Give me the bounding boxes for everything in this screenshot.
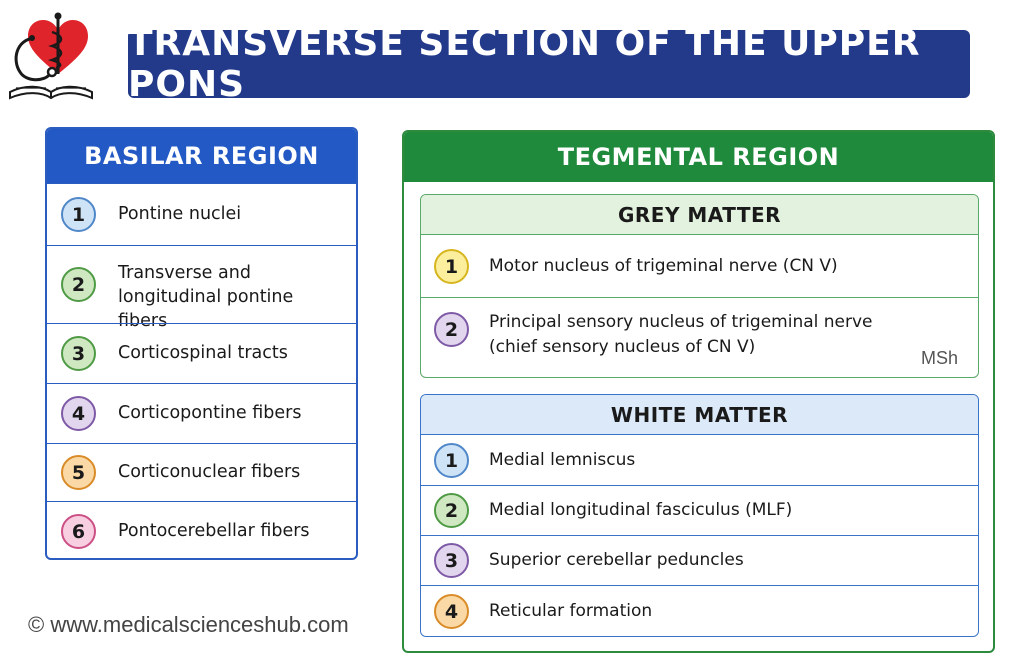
list-item: 3 Superior cerebellar peduncles [421,535,978,585]
item-label: Corticopontine fibers [118,403,302,423]
number-badge: 6 [61,514,96,549]
grey-matter-box: GREY MATTER 1 Motor nucleus of trigemina… [420,194,979,378]
number-badge: 2 [61,267,96,302]
number-badge: 1 [434,443,469,478]
list-item: 2 Medial longitudinal fasciculus (MLF) [421,485,978,535]
item-label: Principal sensory nucleus of trigeminal … [489,312,873,357]
item-label: Pontocerebellar fibers [118,521,310,541]
white-matter-header: WHITE MATTER [421,395,978,435]
title-banner: TRANSVERSE SECTION OF THE UPPER PONS [128,23,970,105]
number-badge: 4 [434,594,469,629]
white-matter-box: WHITE MATTER 1 Medial lemniscus 2 Medial… [420,394,979,637]
number-badge: 3 [61,336,96,371]
number-badge: 2 [434,312,469,347]
grey-matter-title: GREY MATTER [617,202,782,227]
basilar-region-panel: BASILAR REGION 1 Pontine nuclei 2 Transv… [45,127,358,560]
list-item: 4 Reticular formation [421,585,978,636]
tegmental-region-header: TEGMENTAL REGION [404,132,993,182]
list-item: 1 Medial lemniscus [421,435,978,485]
heart-stethoscope-book-logo [4,8,98,104]
number-badge: 3 [434,543,469,578]
page-title: TRANSVERSE SECTION OF THE UPPER PONS [128,23,921,105]
item-label: Motor nucleus of trigeminal nerve (CN V) [489,256,838,276]
copyright-text: © www.medicalscienceshub.com [28,612,349,637]
item-label: Reticular formation [489,601,653,621]
item-label: Corticospinal tracts [118,343,288,363]
list-item: 5 Corticonuclear fibers [47,443,356,501]
list-item: 2 Principal sensory nucleus of trigemina… [421,297,978,377]
item-label: Medial lemniscus [489,450,636,470]
watermark-text: MSh [920,348,958,368]
number-badge: 1 [434,249,469,284]
number-badge: 4 [61,396,96,431]
basilar-region-title: BASILAR REGION [84,142,319,170]
grey-matter-header: GREY MATTER [421,195,978,235]
item-label: Superior cerebellar peduncles [489,550,744,570]
item-label: Corticonuclear fibers [118,462,301,482]
list-item: 1 Pontine nuclei [47,183,356,245]
list-item: 6 Pontocerebellar fibers [47,501,356,558]
list-item: 4 Corticopontine fibers [47,383,356,443]
number-badge: 2 [434,493,469,528]
number-badge: 1 [61,197,96,232]
tegmental-region-panel: TEGMENTAL REGION GREY MATTER 1 Motor nuc… [402,130,995,653]
list-item: 1 Motor nucleus of trigeminal nerve (CN … [421,235,978,297]
tegmental-region-title: TEGMENTAL REGION [557,143,840,171]
number-badge: 5 [61,455,96,490]
list-item: 2 Transverse and longitudinal pontine fi… [47,245,356,331]
white-matter-title: WHITE MATTER [610,402,789,427]
item-label: Medial longitudinal fasciculus (MLF) [489,500,793,520]
list-item: 3 Corticospinal tracts [47,323,356,383]
item-label: Pontine nuclei [118,204,242,224]
item-label: Transverse and longitudinal pontine fibe… [118,263,294,331]
basilar-region-header: BASILAR REGION [47,129,356,183]
